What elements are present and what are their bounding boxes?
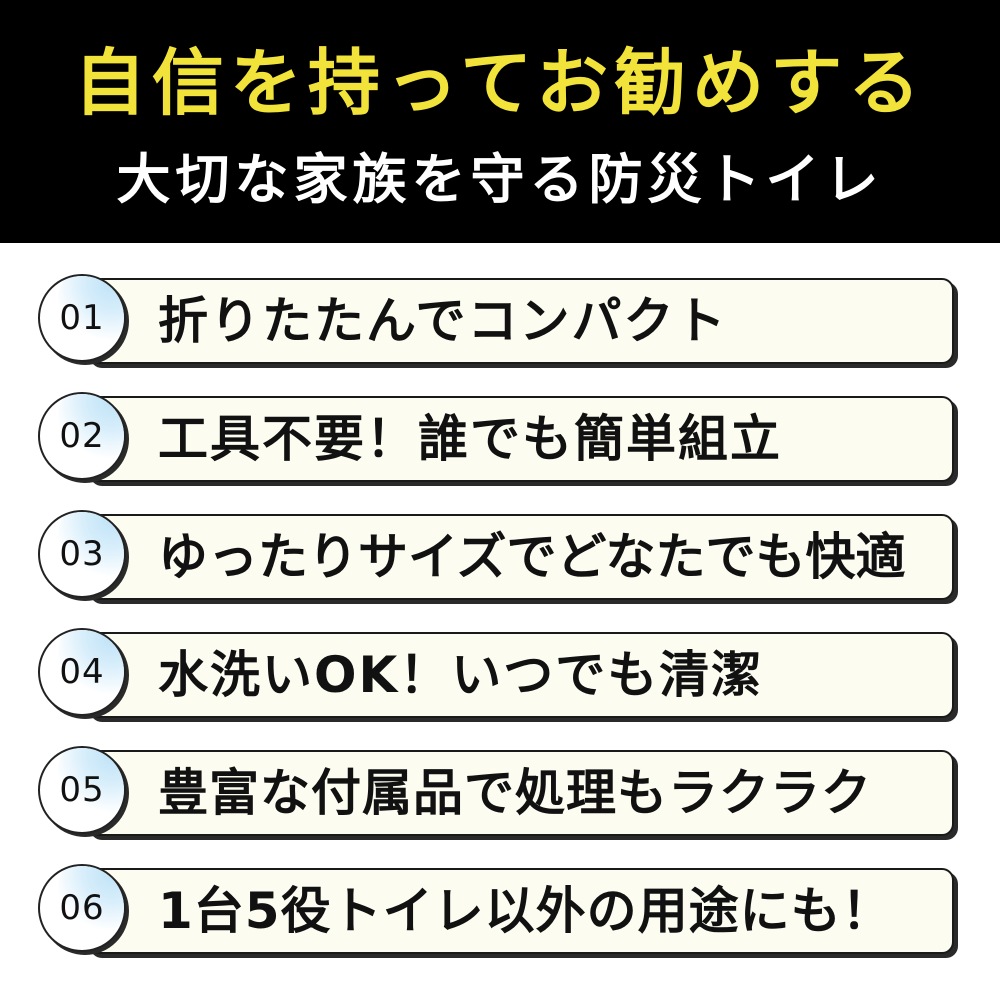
feature-text: 水洗いOK！いつでも清潔	[158, 646, 764, 704]
number-badge: 01	[38, 274, 126, 362]
feature-text: 工具不要！誰でも簡単組立	[158, 410, 782, 468]
number-badge: 02	[38, 392, 126, 480]
subheadline: 大切な家族を守る防災トイレ	[116, 148, 884, 211]
feature-text: 豊富な付属品で処理もラクラク	[158, 764, 872, 822]
feature-bar	[86, 278, 954, 364]
feature-item-02: 02 工具不要！誰でも簡単組立	[0, 390, 1000, 490]
feature-number: 02	[59, 416, 105, 456]
feature-item-06: 06 1台5役トイレ以外の用途にも！	[0, 862, 1000, 962]
feature-bar	[86, 514, 954, 600]
feature-text: 1台5役トイレ以外の用途にも！	[158, 882, 893, 940]
feature-bar	[86, 868, 954, 954]
feature-item-03: 03 ゆったりサイズでどなたでも快適	[0, 508, 1000, 608]
feature-item-04: 04 水洗いOK！いつでも清潔	[0, 626, 1000, 726]
number-badge: 06	[38, 864, 126, 952]
feature-item-05: 05 豊富な付属品で処理もラクラク	[0, 744, 1000, 844]
feature-item-01: 01 折りたたんでコンパクト	[0, 272, 1000, 372]
feature-bar	[86, 750, 954, 836]
feature-number: 04	[59, 652, 105, 692]
header-banner: 自信を持ってお勧めする 大切な家族を守る防災トイレ	[0, 0, 1000, 243]
headline: 自信を持ってお勧めする	[73, 41, 927, 125]
feature-number: 03	[59, 534, 105, 574]
feature-text: 折りたたんでコンパクト	[158, 292, 728, 350]
feature-number: 01	[59, 298, 105, 338]
number-badge: 03	[38, 510, 126, 598]
feature-number: 05	[59, 770, 105, 810]
number-badge: 05	[38, 746, 126, 834]
feature-bar	[86, 396, 954, 482]
feature-bar	[86, 632, 954, 718]
feature-number: 06	[59, 888, 105, 928]
feature-text: ゆったりサイズでどなたでも快適	[158, 528, 906, 586]
number-badge: 04	[38, 628, 126, 716]
